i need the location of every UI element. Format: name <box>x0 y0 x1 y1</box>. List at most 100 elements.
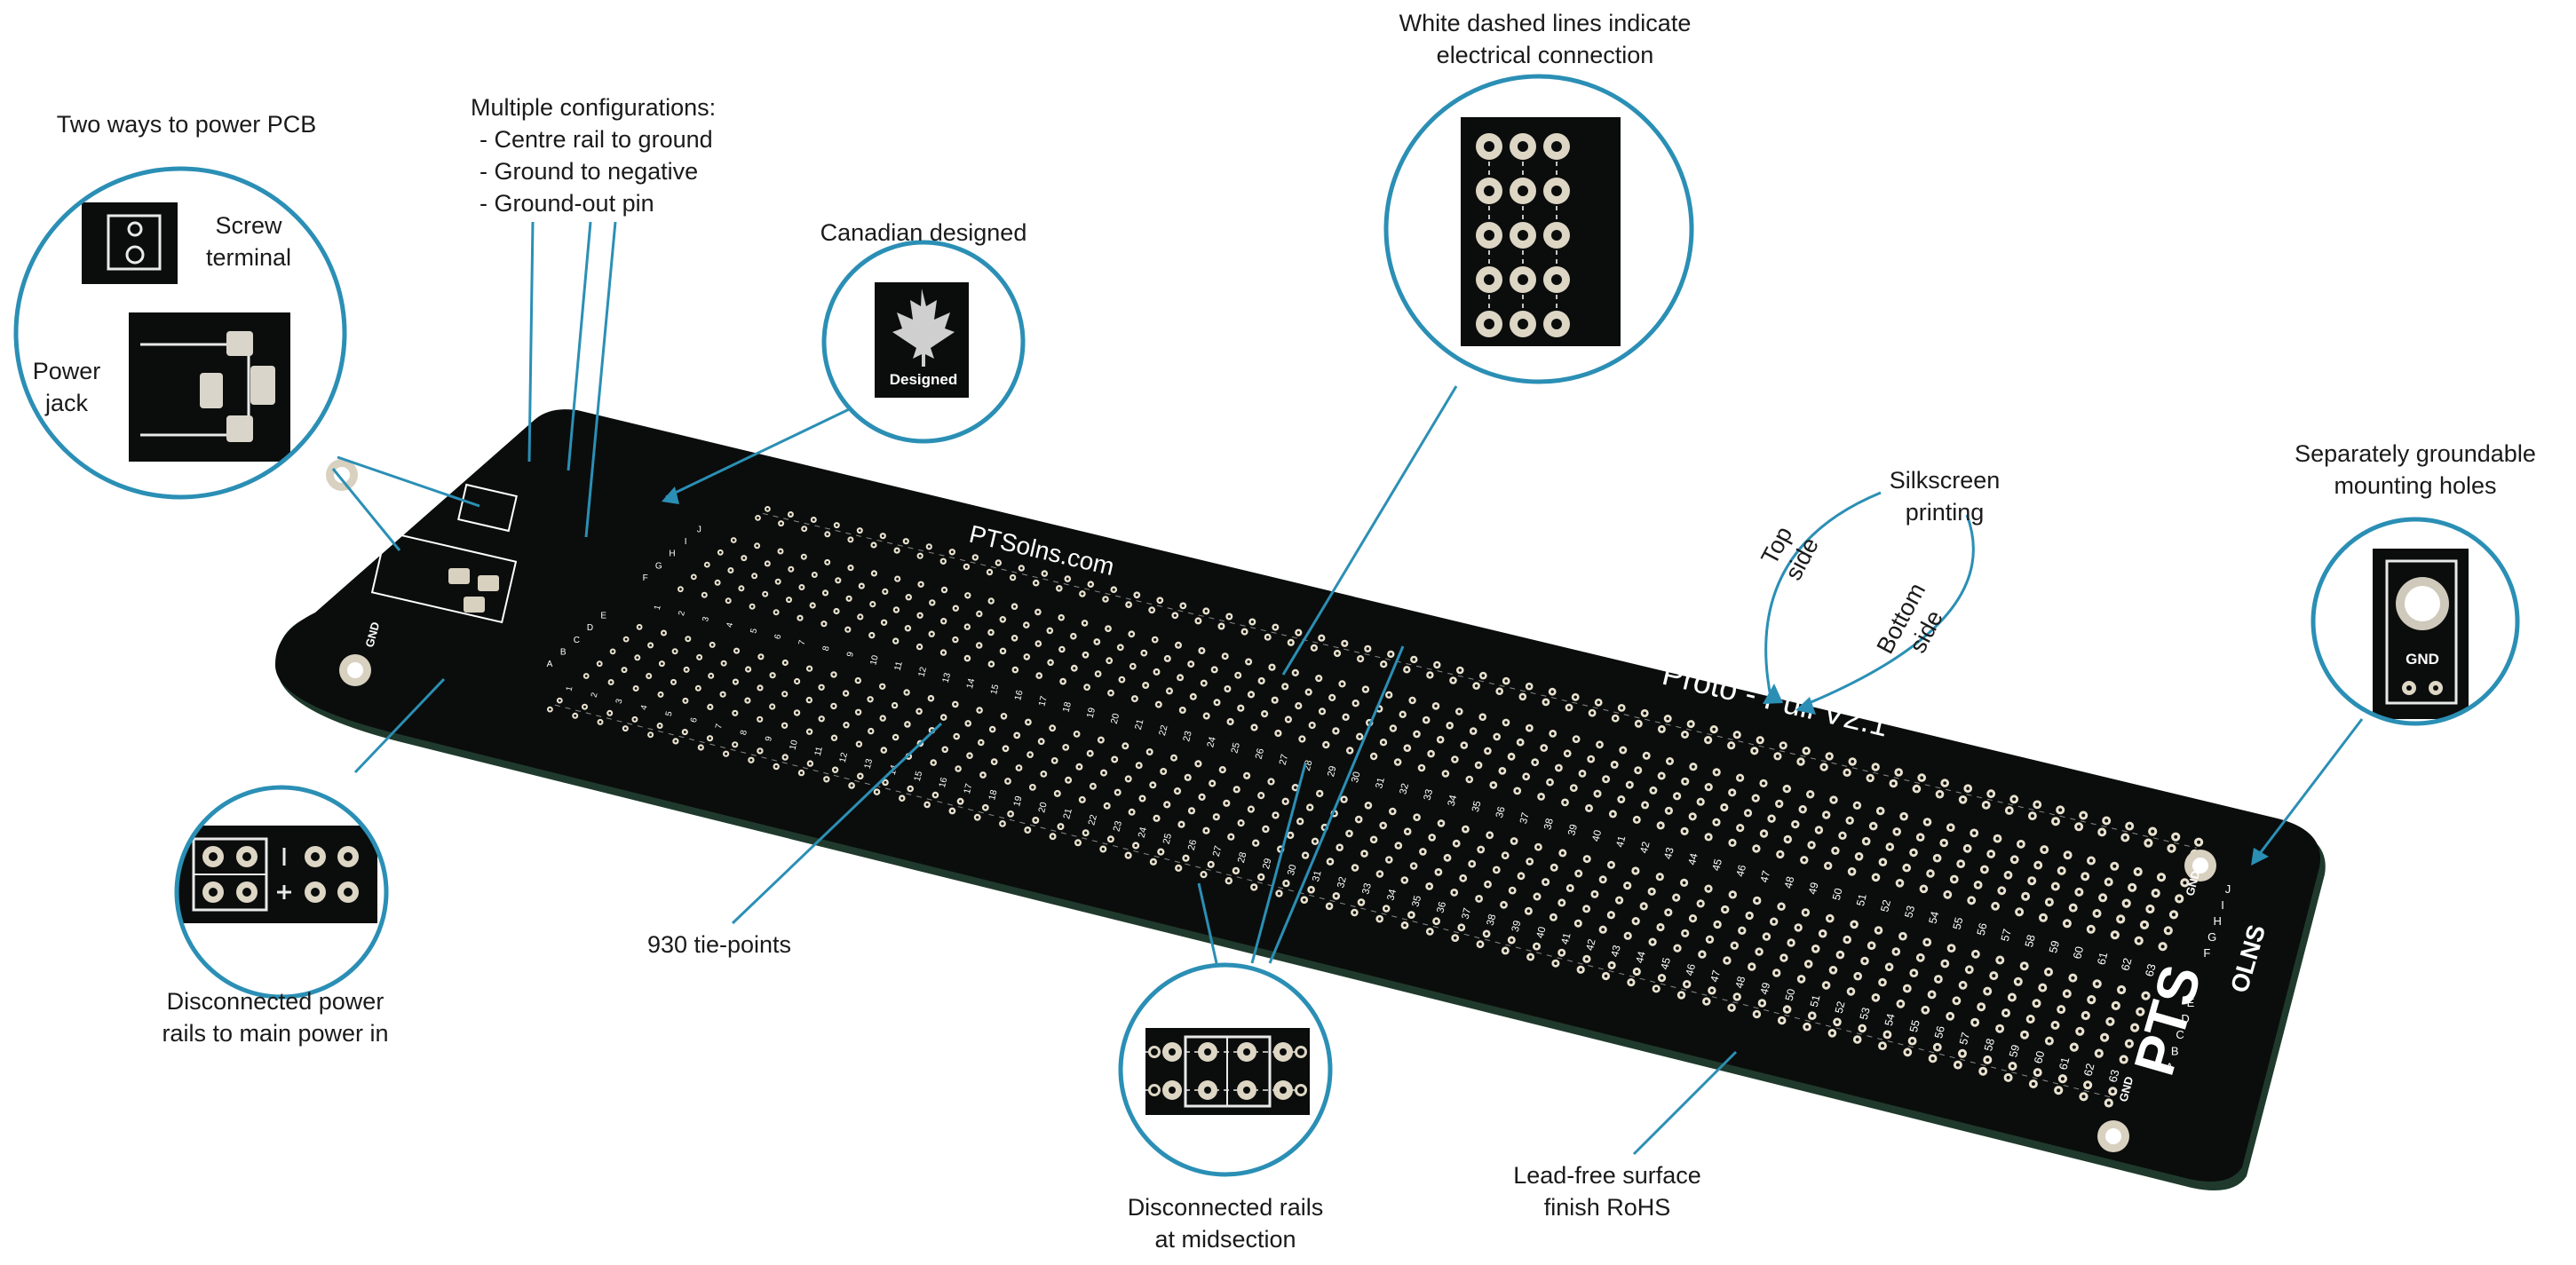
tie-point-hole <box>699 746 702 749</box>
configurations-label: Multiple configurations: - Centre rail t… <box>471 91 716 219</box>
tie-point-hole <box>1874 765 1878 769</box>
tie-point-hole <box>692 575 695 579</box>
tie-point-hole <box>1803 911 1808 914</box>
tie-point-hole <box>1856 974 1860 978</box>
tie-point-hole <box>1643 803 1647 807</box>
tie-point-hole <box>857 710 860 714</box>
tie-point-hole <box>1995 836 2000 841</box>
tie-point-hole <box>871 603 875 606</box>
tie-point-hole <box>1972 831 1977 835</box>
tie-point-hole <box>726 599 730 603</box>
tie-point-hole <box>1130 810 1134 814</box>
tie-point-hole <box>1874 995 1878 1000</box>
tie-point-hole <box>919 582 923 586</box>
tie-point-hole <box>824 591 827 595</box>
tie-point-hole <box>583 705 586 708</box>
tie-point-hole <box>1832 798 1835 802</box>
row-letter: A <box>2166 1060 2174 1073</box>
tie-point-hole <box>1084 831 1088 834</box>
tie-point-hole <box>1544 700 1548 704</box>
tie-point-hole <box>1001 618 1004 621</box>
tie-point-hole <box>1891 781 1896 786</box>
tie-point-hole <box>1590 711 1594 715</box>
tie-point-hole <box>1227 614 1231 619</box>
tie-point-hole <box>833 736 836 739</box>
tie-point-hole <box>927 545 931 549</box>
tie-point-hole <box>1439 738 1442 741</box>
disconnected-mid-line2: at midsection <box>1154 1226 1296 1253</box>
tie-point-hole <box>1391 726 1395 731</box>
tie-point-hole <box>1574 737 1578 741</box>
tie-point-hole <box>905 691 908 694</box>
tie-point-hole <box>1089 582 1092 586</box>
tie-point-hole <box>1196 619 1200 623</box>
tie-point-hole <box>2143 922 2146 927</box>
tie-point-hole <box>1034 581 1038 585</box>
tie-point-hole <box>1512 839 1516 843</box>
tie-point-hole <box>1740 929 1744 933</box>
column-number: 43 <box>1608 944 1623 959</box>
column-number: 37 <box>1518 811 1532 825</box>
arrow-heads <box>662 486 2269 866</box>
tie-point-hole <box>1289 641 1293 644</box>
tie-point-hole <box>733 711 737 715</box>
tie-point-hole <box>1620 797 1623 802</box>
tie-point-hole <box>826 533 829 536</box>
tie-point-hole <box>1559 951 1564 954</box>
tie-point-hole <box>1973 1020 1978 1024</box>
tie-point-hole <box>1938 792 1942 796</box>
tie-point-hole <box>1914 787 1919 791</box>
tie-point-hole <box>1406 830 1409 834</box>
tie-point-hole <box>1813 946 1818 951</box>
tie-point-hole <box>1229 720 1233 723</box>
tie-point-hole <box>1868 776 1873 780</box>
tie-point-hole <box>954 606 957 610</box>
tie-point-hole <box>1259 794 1263 797</box>
tie-point-hole <box>2136 938 2141 943</box>
tie-point-hole <box>1708 937 1712 942</box>
callout-canadian-zoom <box>821 240 1026 444</box>
tie-point-hole <box>1026 828 1029 832</box>
tie-point-hole <box>1626 934 1629 937</box>
disconnected-mid-label: Disconnected rails at midsection <box>1092 1191 1359 1255</box>
tie-point-hole <box>1498 690 1502 693</box>
tie-point-hole <box>1317 676 1320 680</box>
tie-point-hole <box>2047 969 2050 974</box>
tie-point-hole <box>1684 982 1689 986</box>
tie-point-hole <box>1343 716 1348 719</box>
callout-midsection-zoom <box>1118 962 1333 1177</box>
tie-point-hole <box>988 571 991 573</box>
tie-point-hole <box>1613 763 1616 767</box>
tie-point-hole <box>1849 990 1853 993</box>
disconnected-mid-line1: Disconnected rails <box>1127 1194 1324 1221</box>
tie-point-hole <box>959 800 963 803</box>
mounting-hole-center <box>347 662 363 678</box>
tie-point-hole <box>832 673 836 676</box>
tie-point-hole <box>2144 993 2148 998</box>
tie-point-hole <box>1362 851 1367 856</box>
tie-point-hole <box>2174 834 2178 839</box>
tie-point-hole <box>2053 884 2057 889</box>
tie-point-hole <box>1715 771 1718 774</box>
tie-point-hole <box>1852 922 1857 927</box>
tie-point-hole <box>2169 846 2174 850</box>
zoom-pad-hole <box>1243 1048 1250 1055</box>
zoom-pad-hole <box>1518 230 1528 241</box>
tie-point-hole <box>1604 974 1608 978</box>
tie-point-hole <box>2017 910 2022 914</box>
tie-point-hole <box>1037 674 1041 677</box>
tie-point-hole <box>1135 593 1138 597</box>
tie-point-hole <box>2120 988 2124 992</box>
tie-point-hole <box>1707 835 1710 839</box>
tie-point-hole <box>1320 636 1323 640</box>
tie-point-hole <box>1405 668 1409 671</box>
callout-mounting-zoom: GND <box>2310 517 2520 726</box>
tie-point-hole <box>2006 1075 2010 1079</box>
tie-point-hole <box>774 611 778 614</box>
column-number: 32 <box>1398 782 1411 795</box>
tie-point-hole <box>1221 768 1225 771</box>
column-number: 8 <box>739 729 749 736</box>
tie-point-hole <box>859 615 862 619</box>
tie-point-hole <box>1735 732 1739 737</box>
mounting-hole-center <box>2192 858 2208 874</box>
